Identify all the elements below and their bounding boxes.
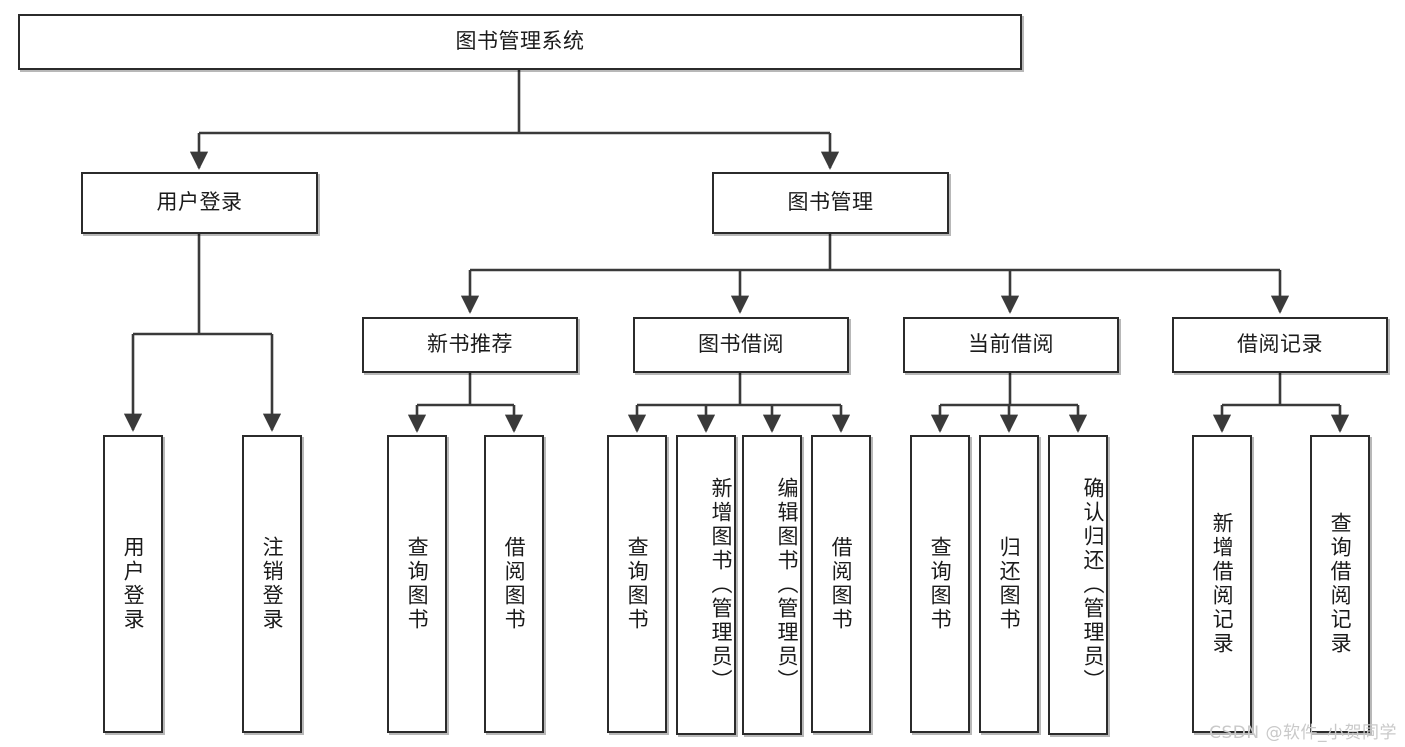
leaf-rec-query-book-label: 查询图书 xyxy=(405,536,430,632)
node-current-borrow-label: 当前借阅 xyxy=(968,332,1054,357)
leaf-user-logout[interactable]: 注销登录 xyxy=(242,435,302,733)
node-book-borrow[interactable]: 图书借阅 xyxy=(633,317,849,373)
node-current-borrow[interactable]: 当前借阅 xyxy=(903,317,1119,373)
node-new-book-rec-label: 新书推荐 xyxy=(427,332,513,357)
leaf-user-login-label: 用户登录 xyxy=(121,536,146,632)
node-book-manage[interactable]: 图书管理 xyxy=(712,172,949,234)
node-borrow-record-label: 借阅记录 xyxy=(1237,332,1323,357)
node-root[interactable]: 图书管理系统 xyxy=(18,14,1022,70)
leaf-borrow-query-book[interactable]: 查询图书 xyxy=(607,435,667,733)
node-borrow-record[interactable]: 借阅记录 xyxy=(1172,317,1388,373)
leaf-borrow-add-book[interactable]: 新增图书（管理员） xyxy=(676,435,736,735)
leaf-borrow-edit-book-label: 编辑图书（管理员） xyxy=(775,477,799,693)
leaf-rec-query-record-label: 查询借阅记录 xyxy=(1328,512,1353,656)
leaf-rec-add-record-label: 新增借阅记录 xyxy=(1210,512,1235,656)
leaf-borrow-edit-book[interactable]: 编辑图书（管理员） xyxy=(742,435,802,735)
leaf-rec-borrow-book[interactable]: 借阅图书 xyxy=(484,435,544,733)
leaf-rec-query-book[interactable]: 查询图书 xyxy=(387,435,447,733)
leaf-borrow-add-book-label: 新增图书（管理员） xyxy=(709,477,733,693)
node-book-manage-label: 图书管理 xyxy=(787,190,874,215)
node-book-borrow-label: 图书借阅 xyxy=(698,332,784,357)
node-user-login[interactable]: 用户登录 xyxy=(81,172,318,234)
leaf-user-logout-label: 注销登录 xyxy=(260,536,285,632)
leaf-rec-borrow-book-label: 借阅图书 xyxy=(502,536,527,632)
leaf-borrow-query-book-label: 查询图书 xyxy=(625,536,650,632)
node-root-label: 图书管理系统 xyxy=(455,29,585,54)
leaf-borrow-borrow-book[interactable]: 借阅图书 xyxy=(811,435,871,733)
leaf-cur-confirm-return-label: 确认归还（管理员） xyxy=(1081,477,1105,693)
leaf-rec-query-record[interactable]: 查询借阅记录 xyxy=(1310,435,1370,733)
node-user-login-label: 用户登录 xyxy=(156,190,243,215)
leaf-cur-return-book[interactable]: 归还图书 xyxy=(979,435,1039,733)
leaf-rec-add-record[interactable]: 新增借阅记录 xyxy=(1192,435,1252,733)
leaf-cur-confirm-return[interactable]: 确认归还（管理员） xyxy=(1048,435,1108,735)
node-new-book-rec[interactable]: 新书推荐 xyxy=(362,317,578,373)
leaf-cur-query-book-label: 查询图书 xyxy=(928,536,953,632)
leaf-user-login[interactable]: 用户登录 xyxy=(103,435,163,733)
csdn-watermark: CSDN @软件_小贺同学 xyxy=(1209,723,1397,743)
leaf-borrow-borrow-book-label: 借阅图书 xyxy=(829,536,854,632)
leaf-cur-return-book-label: 归还图书 xyxy=(997,536,1022,632)
leaf-cur-query-book[interactable]: 查询图书 xyxy=(910,435,970,733)
